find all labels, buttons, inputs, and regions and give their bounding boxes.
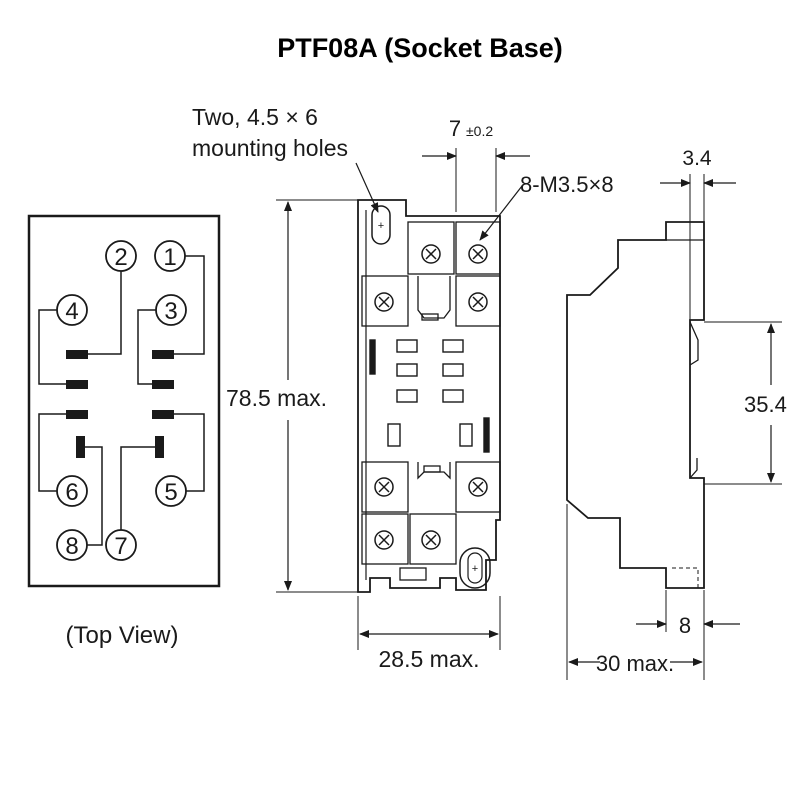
thickness-label: 3.4 — [682, 147, 712, 170]
screw-icon — [374, 292, 394, 312]
screw-icon — [374, 477, 394, 497]
screw-icon — [468, 477, 488, 497]
terminal-3-label: 3 — [164, 298, 177, 325]
contact-bars — [66, 350, 174, 458]
terminal-2: 2 — [105, 240, 137, 272]
width-label: 28.5 max. — [379, 646, 480, 672]
screw-icon — [374, 530, 394, 550]
terminal-6-label: 6 — [65, 479, 78, 506]
side-outline — [566, 221, 705, 589]
screw-icon — [421, 244, 441, 264]
terminal-block-top — [361, 221, 501, 327]
terminal-3: 3 — [155, 294, 187, 326]
screw-note: 8-M3.5×8 — [479, 172, 614, 241]
terminal-7-label: 7 — [114, 533, 127, 560]
terminal-1: 1 — [154, 240, 186, 272]
terminal-4-label: 4 — [65, 298, 78, 325]
front-view: + + — [192, 104, 614, 672]
mounting-note: Two, 4.5 × 6 mounting holes — [192, 104, 379, 213]
height-label: 78.5 max. — [226, 385, 327, 411]
pitch-tolerance: ±0.2 — [466, 123, 493, 139]
thickness-dimension: 3.4 — [660, 147, 736, 320]
mounting-hole-top: + — [371, 205, 391, 245]
mounting-note-line1: Two, 4.5 × 6 — [192, 104, 318, 130]
terminal-block-bottom — [361, 461, 501, 581]
mounting-note-line2: mounting holes — [192, 135, 348, 161]
terminal-7: 7 — [105, 529, 137, 561]
terminal-4: 4 — [56, 294, 88, 326]
svg-text:+: + — [472, 563, 478, 575]
wiring — [38, 255, 205, 546]
pitch-value: 7 — [449, 116, 461, 141]
screw-icon — [421, 530, 441, 550]
terminal-screws — [374, 244, 488, 550]
terminal-8-label: 8 — [65, 533, 78, 560]
terminal-5-label: 5 — [164, 479, 177, 506]
depth-label: 30 max. — [596, 651, 674, 676]
width-dimension: 28.5 max. — [357, 596, 501, 672]
rail-dimension: 35.4 — [704, 321, 787, 485]
terminal-2-label: 2 — [114, 244, 127, 271]
svg-text:+: + — [378, 220, 384, 232]
side-view: 3.4 35.4 8 30 max. — [566, 147, 787, 680]
socket-holes — [369, 339, 490, 453]
pitch-dimension: 7 ±0.2 — [422, 116, 530, 212]
terminal-5: 5 — [155, 475, 187, 507]
screw-icon — [468, 292, 488, 312]
top-view: 2 1 4 3 6 5 8 7 — [27, 214, 221, 649]
page-title: PTF08A (Socket Base) — [277, 33, 563, 63]
terminal-8: 8 — [56, 529, 88, 561]
socket-outline — [357, 199, 501, 593]
top-view-frame — [27, 214, 221, 588]
screw-icon — [468, 244, 488, 264]
rail-span-label: 35.4 — [744, 392, 787, 417]
foot-width-label: 8 — [679, 613, 691, 638]
depth-dimension: 30 max. — [566, 504, 703, 680]
height-dimension: 78.5 max. — [226, 199, 358, 593]
terminal-1-label: 1 — [163, 244, 176, 271]
terminal-6: 6 — [56, 475, 88, 507]
screw-note-label: 8-M3.5×8 — [520, 172, 614, 197]
mounting-hole-bottom: + — [459, 547, 491, 589]
foot-dimension: 8 — [636, 590, 740, 680]
top-view-caption: (Top View) — [66, 622, 179, 649]
